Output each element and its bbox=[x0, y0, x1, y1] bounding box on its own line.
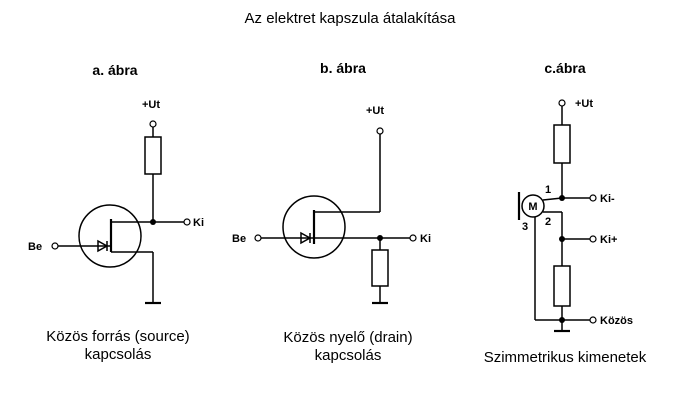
figure-c-pin1-wire bbox=[542, 197, 563, 201]
figure-b-supply-label: +Ut bbox=[366, 105, 384, 117]
figure-a-supply-label: +Ut bbox=[142, 99, 160, 111]
figure-c-out-pos-terminal bbox=[589, 235, 597, 243]
figure-c-pin2-label: 2 bbox=[545, 216, 551, 228]
figure-b-heading: b. ábra bbox=[320, 60, 366, 76]
figure-a-caption-line1: Közös forrás (source) bbox=[46, 328, 189, 345]
figure-b-input-terminal bbox=[254, 234, 262, 242]
figure-c-common-terminal bbox=[589, 316, 597, 324]
figure-b-output-terminal bbox=[409, 234, 417, 242]
figure-c-out-pos-label: Ki+ bbox=[600, 234, 617, 246]
figure-c-junction bbox=[559, 236, 565, 242]
figure-c-junction bbox=[559, 195, 565, 201]
figure-c-heading: c.ábra bbox=[544, 60, 585, 76]
figure-b-caption-line1: Közös nyelő (drain) bbox=[283, 329, 412, 346]
figure-a-junction bbox=[150, 219, 156, 225]
figure-b-caption-line2: kapcsolás bbox=[315, 347, 382, 364]
figure-a: a. ábra +Ut Ki Be Közös forrás (source) … bbox=[28, 62, 204, 363]
figure-c-top-resistor bbox=[553, 124, 571, 164]
figure-a-input-terminal bbox=[51, 242, 59, 250]
figure-a-heading: a. ábra bbox=[92, 62, 137, 78]
figure-a-caption-line2: kapcsolás bbox=[85, 346, 152, 363]
figure-b-source-resistor bbox=[371, 249, 389, 287]
figure-a-output-label: Ki bbox=[193, 217, 204, 229]
figure-b-input-label: Be bbox=[232, 233, 246, 245]
figure-c-supply-terminal bbox=[558, 99, 566, 107]
figure-a-transistor-circle bbox=[78, 204, 142, 268]
figure-c-supply-label: +Ut bbox=[575, 98, 593, 110]
figure-c-mic-label: M bbox=[528, 201, 537, 213]
figure-c-caption: Szimmetrikus kimenetek bbox=[484, 349, 647, 366]
figure-c: c.ábra +Ut M 1 2 3 Ki- Ki+ Közös bbox=[484, 60, 647, 366]
diagram-title: Az elektret kapszula átalakítása bbox=[245, 10, 457, 27]
figure-c-pin1-label: 1 bbox=[545, 184, 551, 196]
figure-b-transistor-circle bbox=[282, 195, 346, 259]
figure-b-gate-diode bbox=[300, 231, 312, 245]
figure-c-mic-capsule bbox=[521, 194, 545, 218]
figure-c-out-neg-terminal bbox=[589, 194, 597, 202]
figure-a-supply-terminal bbox=[149, 120, 157, 128]
figure-b: b. ábra +Ut Be Ki Közös nyelő (drain) ka… bbox=[232, 60, 431, 364]
figure-c-common-label: Közös bbox=[600, 315, 633, 327]
figure-c-out-neg-label: Ki- bbox=[600, 193, 615, 205]
figure-a-input-label: Be bbox=[28, 241, 42, 253]
figure-b-supply-terminal bbox=[376, 127, 384, 135]
figure-a-gate-diode bbox=[97, 239, 109, 253]
figure-c-bottom-resistor bbox=[553, 265, 571, 307]
figure-c-pin3-label: 3 bbox=[522, 221, 528, 233]
figure-a-drain-resistor bbox=[144, 136, 162, 175]
figure-a-output-terminal bbox=[183, 218, 191, 226]
figure-b-output-label: Ki bbox=[420, 233, 431, 245]
